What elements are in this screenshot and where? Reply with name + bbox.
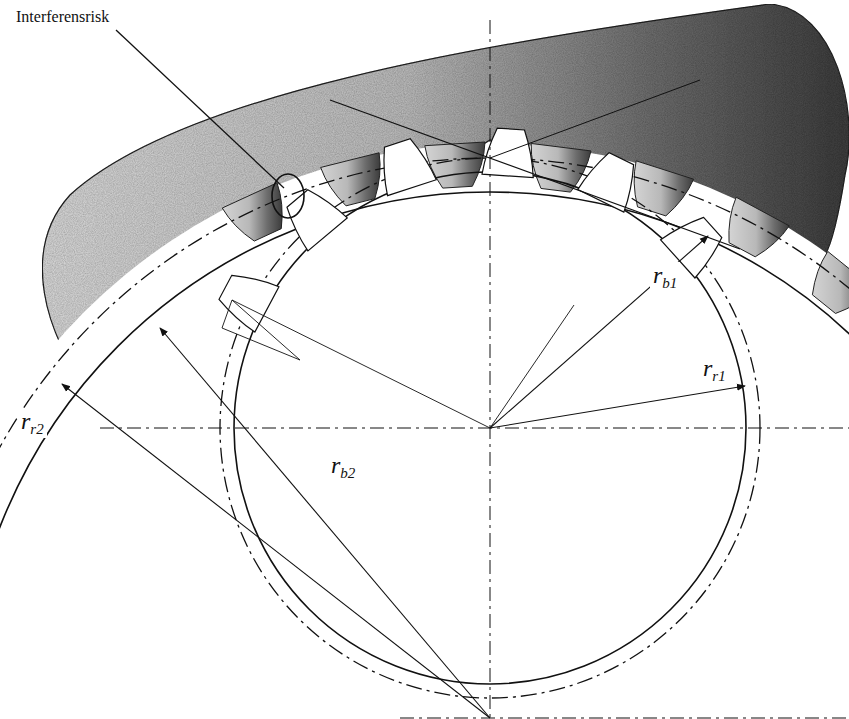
radius-symbol: rr2 [18,408,47,438]
base-circle-2 [0,192,849,719]
radius-symbol: rb1 [650,262,680,292]
radius-symbol: rr1 [700,355,729,385]
radius-symbol: rb2 [328,452,358,482]
callout-label: Interferensrisk [14,8,111,26]
